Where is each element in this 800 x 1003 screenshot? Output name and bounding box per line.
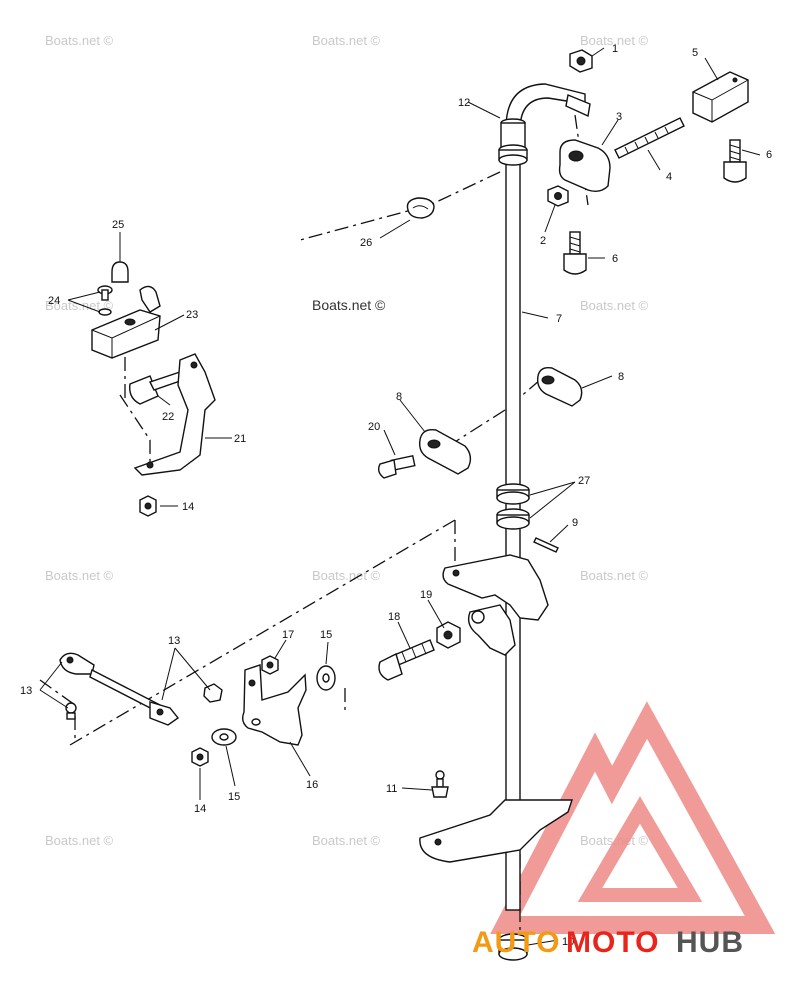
- nut-part-19: [436, 621, 461, 649]
- callout-15a: 15: [320, 629, 332, 641]
- callout-7: 7: [556, 313, 562, 325]
- callout-14b: 14: [194, 803, 206, 815]
- callout-5: 5: [692, 47, 698, 59]
- bushing-part-12: [498, 118, 528, 166]
- watermarks: Boats.net © Boats.net © Boats.net © Boat…: [45, 33, 649, 848]
- screw-part-6b: [563, 231, 587, 275]
- screw-part-24: [97, 285, 113, 316]
- washer-part-27a: [496, 483, 530, 505]
- brand-moto: MOTO: [566, 926, 659, 959]
- callout-22: 22: [162, 411, 174, 423]
- watermark-4: Boats.net ©: [45, 298, 114, 313]
- nut-part-14a: [139, 495, 157, 517]
- callout-24: 24: [48, 295, 60, 307]
- callout-6b: 6: [612, 253, 618, 265]
- linkage-part-13: [59, 652, 180, 726]
- nut-part-2: [547, 185, 569, 207]
- callout-19: 19: [420, 589, 432, 601]
- alignment-lines: [39, 114, 589, 960]
- brand-logo: AUTO MOTO HUB: [472, 926, 744, 959]
- callout-10: 10: [562, 936, 574, 948]
- callout-13a: 13: [168, 635, 180, 647]
- watermark-9: Boats.net ©: [580, 568, 649, 583]
- block-part-8b: [418, 429, 472, 475]
- stud-part-11: [431, 770, 449, 798]
- callout-14a: 14: [182, 501, 194, 513]
- brand-auto: AUTO: [472, 926, 560, 959]
- lower-lever: [419, 799, 573, 863]
- bolt-part-22: [129, 371, 184, 405]
- logo-mark: [490, 701, 776, 934]
- leader-lines: [39, 47, 761, 946]
- pin-part-9: [533, 537, 559, 553]
- nut-part-14b: [191, 747, 209, 767]
- block-part-5: [692, 71, 749, 123]
- callout-26: 26: [360, 237, 372, 249]
- nut-part-1: [569, 49, 593, 73]
- watermark-10: Boats.net ©: [45, 833, 114, 848]
- nut-part-17: [261, 655, 279, 675]
- callout-23: 23: [186, 309, 198, 321]
- bracket-part-16: [241, 664, 307, 746]
- callout-15b: 15: [228, 791, 240, 803]
- callout-21: 21: [234, 433, 246, 445]
- rod-part-4: [614, 117, 685, 159]
- callouts: 1 3 4 5 6 6 2 12 26 7 8 8 20 27 9 25 24 …: [20, 43, 772, 948]
- callout-20: 20: [368, 421, 380, 433]
- bracket-part-21: [133, 353, 216, 476]
- clip-part-26: [406, 197, 435, 219]
- callout-8a: 8: [618, 371, 624, 383]
- callout-25: 25: [112, 219, 124, 231]
- washer-part-15a: [316, 665, 336, 691]
- watermark-5: Boats.net ©: [312, 297, 386, 313]
- cap-part-25: [111, 261, 129, 283]
- brand-hub: HUB: [676, 926, 744, 959]
- washer-part-15b: [211, 728, 237, 746]
- watermark-6: Boats.net ©: [580, 298, 649, 313]
- bolt-part-20: [377, 454, 416, 479]
- watermark-1: Boats.net ©: [45, 33, 114, 48]
- callout-18: 18: [388, 611, 400, 623]
- watermark-3: Boats.net ©: [580, 33, 649, 48]
- washer-part-10: [498, 933, 528, 961]
- screw-part-6a: [723, 139, 747, 183]
- callout-2: 2: [540, 235, 546, 247]
- callout-6a: 6: [766, 149, 772, 161]
- block-part-8a: [536, 366, 583, 407]
- callout-8b: 8: [396, 391, 402, 403]
- callout-17: 17: [282, 629, 294, 641]
- block-part-3: [558, 139, 611, 193]
- watermark-2: Boats.net ©: [312, 33, 381, 48]
- callout-1: 1: [612, 43, 618, 55]
- callout-9: 9: [572, 517, 578, 529]
- callout-3: 3: [616, 111, 622, 123]
- watermark-7: Boats.net ©: [45, 568, 114, 583]
- callout-16: 16: [306, 779, 318, 791]
- watermark-11: Boats.net ©: [312, 833, 381, 848]
- callout-11: 11: [386, 783, 397, 795]
- washer-part-27b: [496, 508, 530, 530]
- crank-lever: [442, 554, 549, 656]
- block-part-23: [91, 285, 161, 359]
- bolt-part-18: [378, 639, 435, 681]
- callout-12: 12: [458, 97, 470, 109]
- callout-4: 4: [666, 171, 672, 183]
- watermark-8: Boats.net ©: [312, 568, 381, 583]
- callout-27: 27: [578, 475, 590, 487]
- callout-13b: 13: [20, 685, 32, 697]
